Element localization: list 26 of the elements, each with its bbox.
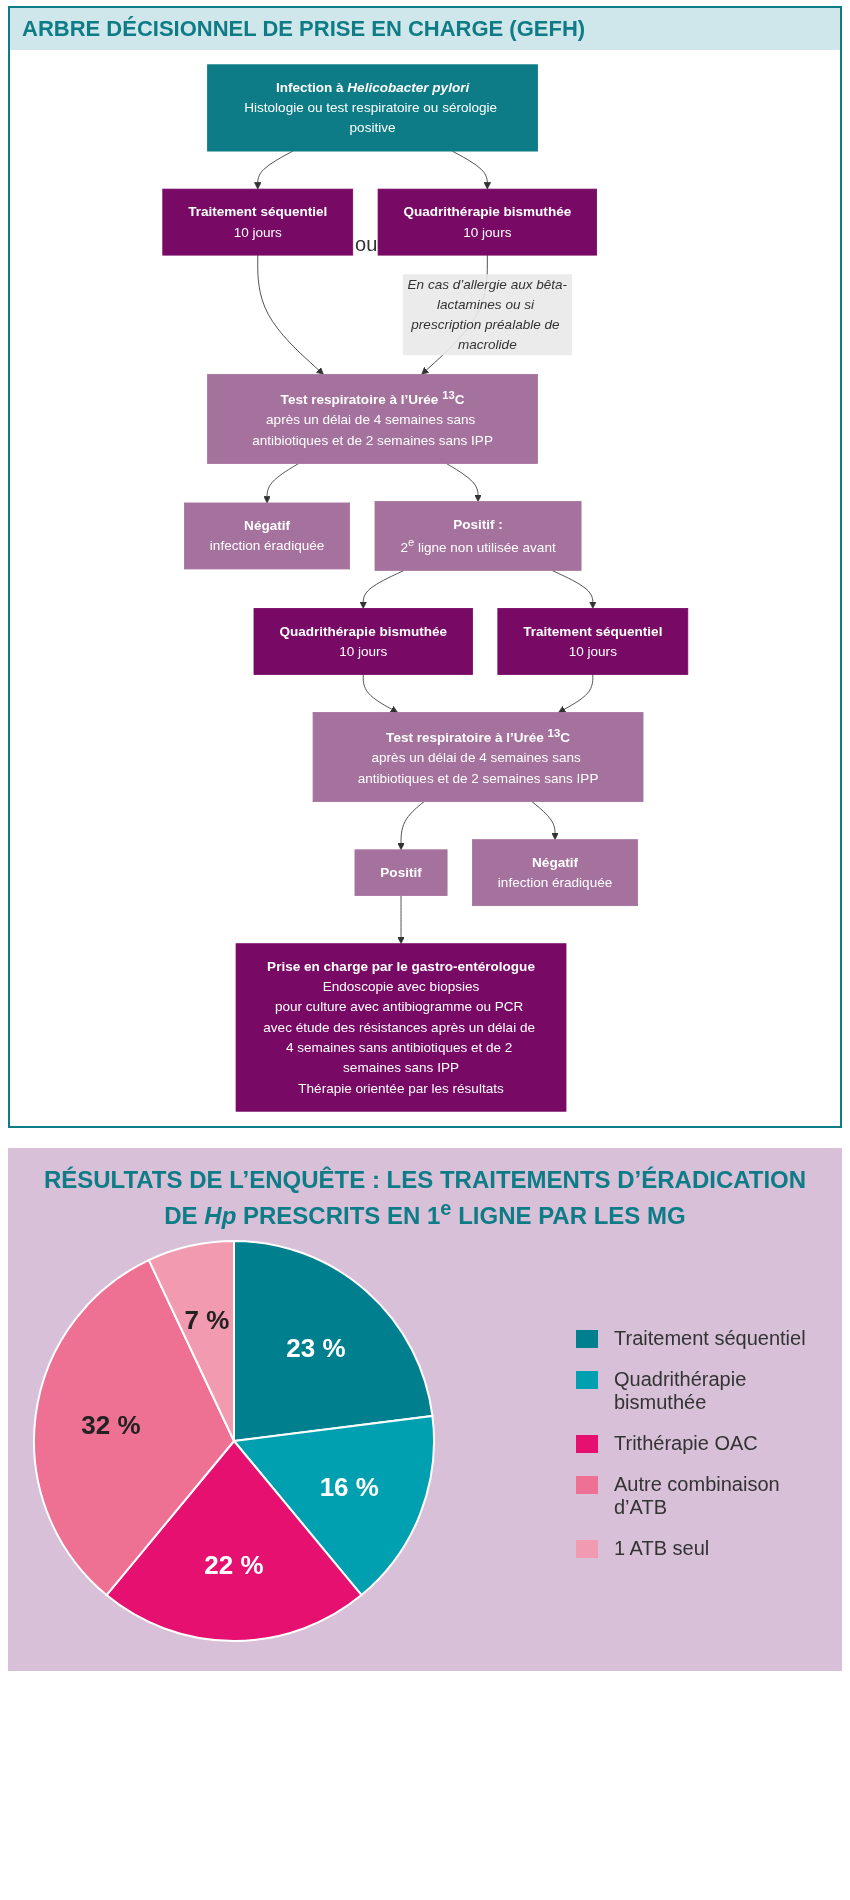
node-box: Infection à Helicobacter pylori Histologie ou test respiratoire ou sérologie positive: [206, 64, 538, 152]
node-box: Quadrithérapie bismuthée 10 jours: [377, 188, 597, 256]
node-box: Test respiratoire à l’Urée $^{13}$C après un délai de 4 semaines sans antibiotiques et de 2 semaines sans IPP: [206, 373, 538, 464]
chart-title: RÉSULTATS DE L’ENQUÊTE : LES TRAITEMENTS D’ÉRADICATION DE Hp PRESCRITS EN 1$^{e}$ LIGNE PAR LES MG: [42, 1165, 808, 1232]
node-box: Positif : 2$^{e}$ ligne non utilisée avant: [374, 501, 582, 571]
node-box: Négatif infection éradiquée: [471, 839, 638, 907]
node-box: Négatif infection éradiquée: [183, 502, 350, 570]
node-box: Positif: [354, 849, 448, 896]
node-box: Test respiratoire à l’Urée $^{13}$C après un délai de 4 semaines sans antibiotiques et de 2 semaines sans IPP: [312, 712, 644, 803]
diagram-title: ARBRE DÉCISIONNEL DE PRISE EN CHARGE (GEFH): [10, 8, 840, 50]
legend-label: 1 ATB seul: [614, 1536, 710, 1560]
node-box: Traitement séquentiel 10 jours: [162, 188, 353, 256]
edge-label: En cas d’allergie aux bêta-lactamines ou si prescription préalable de macrolide: [407, 276, 567, 352]
legend-label: Traitement séquentiel: [614, 1326, 806, 1350]
node-box: Prise en charge par le gastro-entérologue Endoscopie avec biopsies pour culture avec antibiogramme ou PCR avec étude des résistances après un délai de 4 semaines sans antibiotiques et de 2 semaines sans IPP Thérapie orientée par les résultats: [235, 943, 567, 1112]
legend-label: Quadrithérapie bismuthée: [614, 1367, 748, 1414]
connector-word: ou: [355, 233, 378, 257]
slice-value-label: 16 %: [319, 1472, 379, 1502]
slice-value-label: 32 %: [81, 1410, 141, 1441]
legend-label: Autre combinaison d’ATB: [614, 1472, 781, 1519]
slice-value-label: 23 %: [286, 1333, 346, 1364]
node-box: Traitement séquentiel 10 jours: [497, 608, 688, 675]
node-box: Quadrithérapie bismuthée 10 jours: [253, 608, 473, 675]
slice-value-label: 22 %: [204, 1550, 264, 1581]
legend-label: Trithérapie OAC: [614, 1431, 758, 1455]
slice-value-label: 7 %: [184, 1305, 230, 1336]
